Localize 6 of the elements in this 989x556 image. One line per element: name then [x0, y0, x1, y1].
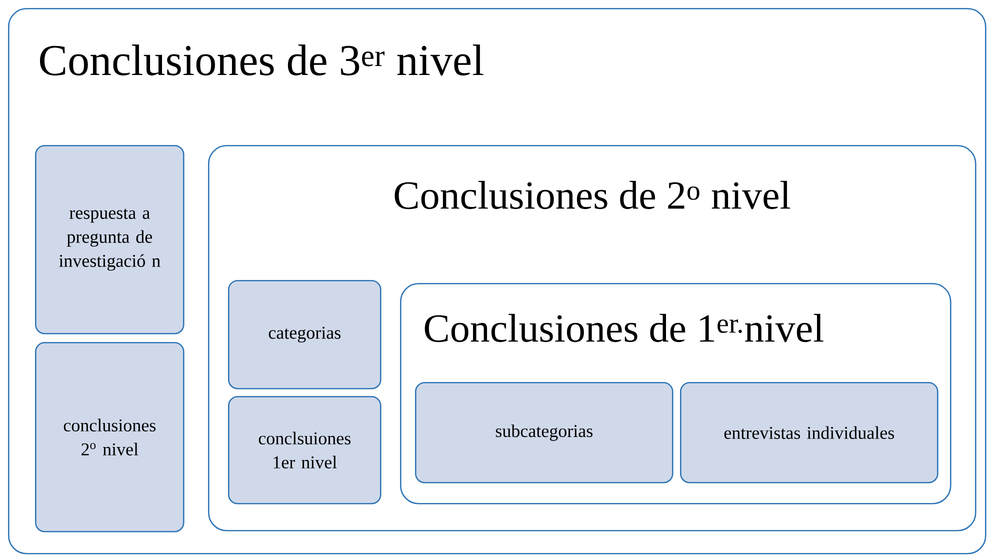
text-box: conclsuiones 1er nivel — [228, 396, 382, 504]
text-box: entrevistas individuales — [680, 382, 938, 484]
text-box: respuesta a pregunta de investigació n — [35, 145, 184, 334]
text-box: conclusiones 2$^{o}$ nivel — [35, 342, 184, 532]
text-box: categorias — [228, 280, 382, 390]
text-box: subcategorias — [415, 382, 674, 484]
